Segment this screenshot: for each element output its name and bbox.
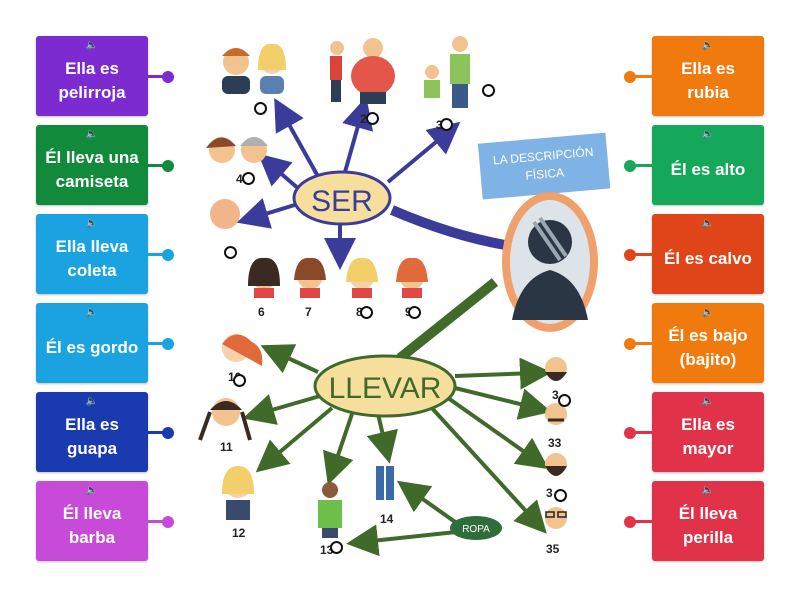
right-answer-tile[interactable]: 🔈 Ella es rubia: [652, 36, 764, 116]
drop-target[interactable]: [482, 84, 495, 97]
drop-target[interactable]: [366, 112, 379, 125]
right-answer-tile[interactable]: 🔈 Ella es mayor: [652, 392, 764, 472]
drop-target[interactable]: [558, 394, 571, 407]
left-answer-tile-label: Él es gordo: [45, 338, 139, 357]
left-answer-tile[interactable]: 🔈 Ella es guapa: [36, 392, 148, 472]
connector-dot[interactable]: [624, 427, 636, 439]
speaker-icon[interactable]: 🔈: [701, 396, 715, 407]
number-label: 7: [305, 305, 312, 319]
title-banner: LA DESCRIPCIÓN FÍSICA: [477, 132, 611, 200]
left-answer-tile[interactable]: 🔈 Ella es pelirroja: [36, 36, 148, 116]
connector-dot[interactable]: [624, 338, 636, 350]
left-answer-tile[interactable]: 🔈 Él lleva barba: [36, 481, 148, 561]
mind-map-picture: SER LLEVAR LA DESCRIPCIÓN FÍSICA ROPA: [198, 36, 611, 557]
svg-text:FÍSICA: FÍSICA: [525, 164, 565, 182]
drop-target[interactable]: [330, 541, 343, 554]
connector-line: [148, 164, 170, 167]
speaker-icon[interactable]: 🔈: [701, 40, 715, 51]
connector-dot[interactable]: [162, 249, 174, 261]
speaker-icon[interactable]: 🔈: [85, 40, 99, 51]
number-label: 3: [552, 388, 559, 402]
ser-bubble: [292, 170, 392, 226]
connector-dot[interactable]: [162, 516, 174, 528]
connector-dot[interactable]: [162, 160, 174, 172]
number-label: 6: [258, 305, 265, 319]
number-label: 14: [380, 512, 394, 526]
left-answer-tile-label: Él lleva barba: [62, 504, 122, 547]
llevar-label: LLEVAR: [329, 372, 442, 405]
drop-target[interactable]: [408, 306, 421, 319]
left-answer-tile[interactable]: 🔈 Él lleva una camiseta: [36, 125, 148, 205]
left-answer-tile-label: Ella es pelirroja: [58, 59, 126, 102]
connector-dot[interactable]: [162, 427, 174, 439]
person-figures: [198, 36, 567, 538]
connector-dot[interactable]: [162, 71, 174, 83]
speaker-icon[interactable]: 🔈: [85, 396, 99, 407]
right-answer-tile-label: Él es alto: [670, 160, 746, 179]
connector-line: [630, 164, 652, 167]
connector-dot[interactable]: [624, 71, 636, 83]
llevar-arrows: [242, 278, 552, 557]
right-answer-tile[interactable]: 🔈 Él es alto: [652, 125, 764, 205]
right-answer-tile-label: Él es bajo (bajito): [668, 326, 748, 369]
connector-line: [148, 431, 170, 434]
left-answer-tile-label: Ella lleva coleta: [55, 237, 129, 280]
connector-dot[interactable]: [624, 516, 636, 528]
drop-target[interactable]: [440, 118, 453, 131]
drop-target[interactable]: [360, 306, 373, 319]
right-answer-tile[interactable]: 🔈 Él es bajo (bajito): [652, 303, 764, 383]
speaker-icon[interactable]: 🔈: [701, 307, 715, 318]
number-label: 35: [546, 542, 560, 556]
ser-arrows: [236, 96, 506, 270]
number-label: 2: [360, 112, 367, 126]
number-label: 12: [232, 526, 246, 540]
number-label: 33: [548, 436, 562, 450]
connector-line: [630, 342, 652, 345]
speaker-icon[interactable]: 🔈: [85, 307, 99, 318]
connector-line: [148, 75, 170, 78]
speaker-icon[interactable]: 🔈: [85, 485, 99, 496]
drop-target[interactable]: [242, 172, 255, 185]
right-answer-tile-label: Ella es rubia: [681, 59, 735, 102]
number-label: 3: [436, 118, 443, 132]
speaker-icon[interactable]: 🔈: [85, 129, 99, 140]
speaker-icon[interactable]: 🔈: [701, 129, 715, 140]
drop-target[interactable]: [554, 489, 567, 502]
left-answer-tile-label: Ella es guapa: [65, 415, 119, 458]
connector-line: [148, 520, 170, 523]
connector-line: [148, 253, 170, 256]
right-answer-tile-label: Él es calvo: [664, 249, 752, 268]
number-label: 11: [220, 440, 233, 454]
drop-target[interactable]: [224, 246, 237, 259]
connector-dot[interactable]: [162, 338, 174, 350]
number-label: 3: [546, 486, 553, 500]
ropa-label: ROPA: [462, 524, 490, 535]
connector-dot[interactable]: [624, 160, 636, 172]
right-answer-tile[interactable]: 🔈 Él es calvo: [652, 214, 764, 294]
right-answer-tile-label: Ella es mayor: [681, 415, 735, 458]
drop-target[interactable]: [254, 102, 267, 115]
left-answer-tile[interactable]: 🔈 Ella lleva coleta: [36, 214, 148, 294]
mirror-icon: [502, 192, 598, 332]
connector-line: [148, 342, 170, 345]
connector-line: [630, 75, 652, 78]
ropa-bubble: [450, 516, 502, 540]
connector-line: [630, 431, 652, 434]
connector-line: [630, 520, 652, 523]
speaker-icon[interactable]: 🔈: [85, 218, 99, 229]
ser-label: SER: [311, 185, 373, 218]
llevar-bubble: [313, 354, 457, 418]
speaker-icon[interactable]: 🔈: [701, 218, 715, 229]
connector-dot[interactable]: [624, 249, 636, 261]
right-answer-tile[interactable]: 🔈 Él lleva perilla: [652, 481, 764, 561]
speaker-icon[interactable]: 🔈: [701, 485, 715, 496]
connector-line: [630, 253, 652, 256]
left-answer-tile[interactable]: 🔈 Él es gordo: [36, 303, 148, 383]
drop-target[interactable]: [233, 374, 246, 387]
right-answer-tile-label: Él lleva perilla: [678, 504, 738, 547]
number-label: 4: [236, 172, 243, 186]
left-answer-tile-label: Él lleva una camiseta: [45, 148, 139, 191]
number-label: 8: [356, 305, 363, 319]
